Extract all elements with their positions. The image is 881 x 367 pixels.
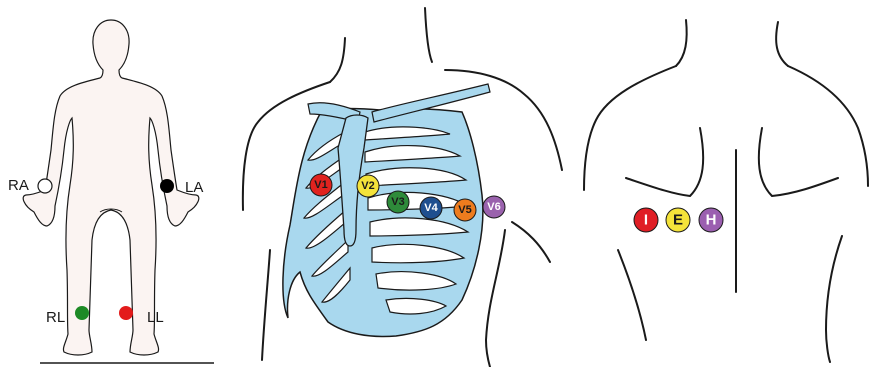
arm-left-inner (262, 250, 270, 360)
label-ll: LL (147, 309, 164, 326)
scapula-right (759, 128, 838, 196)
label-v2: V2 (361, 180, 374, 192)
back-side-right (826, 236, 842, 362)
label-v1: V1 (314, 179, 327, 191)
label-rl: RL (46, 309, 65, 326)
label-i: I (644, 212, 648, 229)
label-la: LA (185, 179, 203, 196)
electrode-rl (75, 306, 89, 320)
back-shoulder-right (788, 66, 868, 186)
torso-right (486, 230, 505, 367)
label-v4: V4 (424, 202, 438, 214)
electrode-ra (38, 179, 52, 193)
scapula-left (626, 128, 703, 196)
label-v6: V6 (487, 201, 500, 213)
neck-left (330, 38, 345, 82)
back-shoulder-left (584, 66, 676, 190)
neck-right (425, 8, 432, 62)
electrode-ll (119, 306, 133, 320)
back-electrodes: I E H (634, 208, 723, 232)
back-neck-left (676, 20, 687, 66)
label-v5: V5 (458, 204, 471, 216)
arm-right-inner (512, 222, 550, 262)
label-v3: V3 (391, 196, 404, 208)
back-figure (584, 20, 868, 362)
back-neck-right (776, 22, 788, 66)
label-h: H (706, 212, 717, 229)
back-side-left (618, 250, 646, 340)
label-ra: RA (8, 177, 29, 194)
label-e: E (673, 212, 683, 229)
electrode-la (160, 179, 174, 193)
